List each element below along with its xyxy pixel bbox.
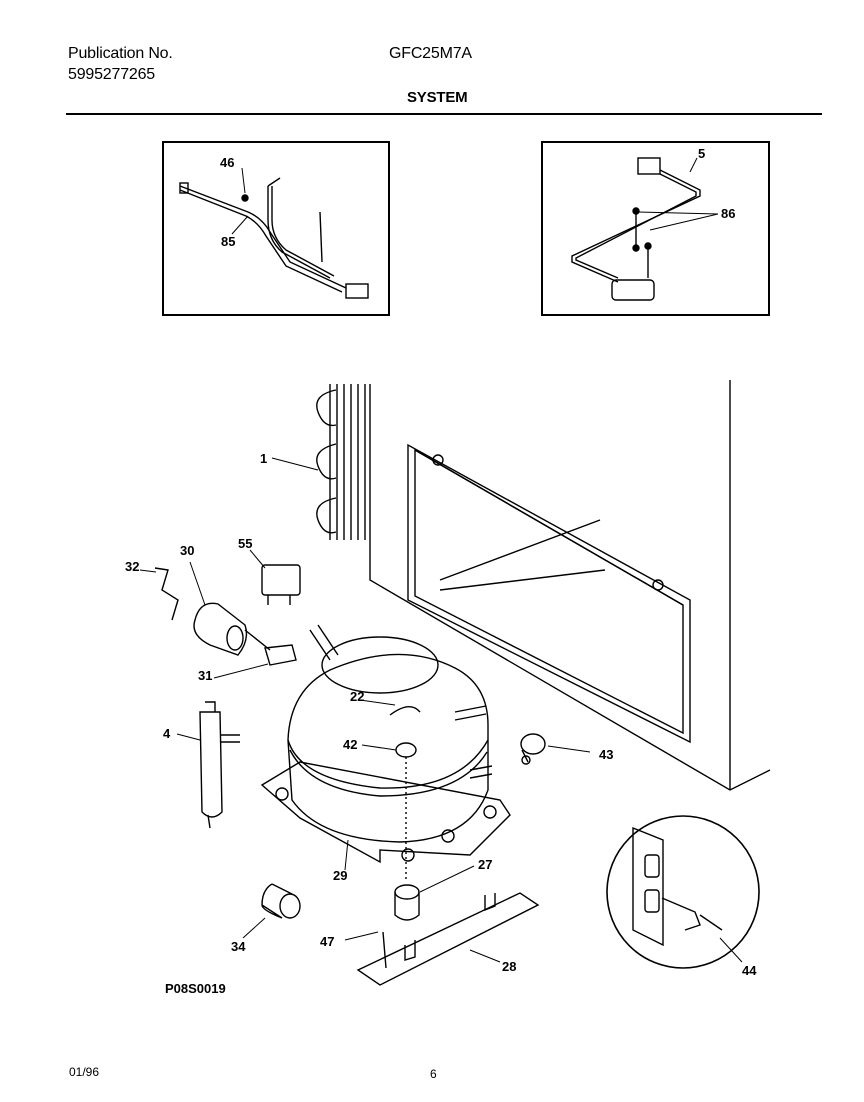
callout-1: 1 <box>260 451 267 466</box>
callout-22: 22 <box>350 689 364 704</box>
callout-47: 47 <box>320 934 334 949</box>
callout-85: 85 <box>221 234 235 249</box>
tubing-clamp <box>520 733 546 765</box>
relay-overload-assembly <box>154 564 301 666</box>
sound-wrap <box>261 883 301 919</box>
footer-page: 6 <box>430 1067 437 1081</box>
wiring-harness-drawing <box>179 177 369 299</box>
compressor <box>260 624 511 880</box>
inset-thermostat <box>541 141 770 316</box>
thermostat-drawing <box>571 157 701 301</box>
publication-label: Publication No. <box>68 45 173 62</box>
callout-86: 86 <box>721 206 735 221</box>
grommet-and-rail <box>356 884 540 986</box>
callout-4: 4 <box>163 726 171 741</box>
callout-42: 42 <box>343 737 357 752</box>
callout-46: 46 <box>220 155 234 170</box>
freezer-cabinet <box>369 380 771 791</box>
callout-29: 29 <box>333 868 347 883</box>
outlet-detail <box>606 815 760 969</box>
callout-5: 5 <box>698 146 705 161</box>
header-rule <box>66 113 822 115</box>
figure-code: P08S0019 <box>165 981 226 996</box>
callout-30: 30 <box>180 543 194 558</box>
drier <box>199 701 240 829</box>
section-title: SYSTEM <box>407 89 468 106</box>
condenser-coil <box>316 384 366 540</box>
callout-32: 32 <box>125 559 139 574</box>
callout-27: 27 <box>478 857 492 872</box>
publication-number: 5995277265 <box>68 66 155 83</box>
model-number: GFC25M7A <box>389 45 472 62</box>
callout-31: 31 <box>198 668 212 683</box>
callout-leaders <box>139 157 743 963</box>
callout-44: 44 <box>742 963 757 978</box>
footer-date: 01/96 <box>69 1065 99 1079</box>
callout-34: 34 <box>231 939 246 954</box>
callout-43: 43 <box>599 747 613 762</box>
callout-28: 28 <box>502 959 516 974</box>
callout-labels: 1 5 86 46 85 32 30 55 31 4 22 42 43 29 2… <box>69 146 757 1081</box>
inset-wiring-harness <box>162 141 390 316</box>
callout-55: 55 <box>238 536 252 551</box>
